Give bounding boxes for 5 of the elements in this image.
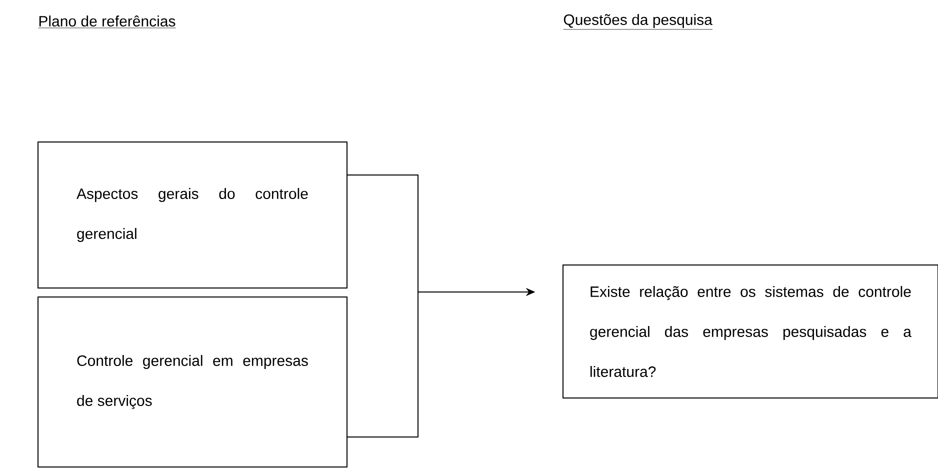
- text-box: Controle gerencial em empresas de serviços: [38, 296, 348, 468]
- text-box: Existe relação entre os sistemas de controle gerencial das empresas pesquisadas e a literatura?: [562, 264, 938, 398]
- heading: Plano de referências: [38, 15, 176, 28]
- heading: Questões da pesquisa: [563, 14, 713, 30]
- text-box: Aspectos gerais do controle gerencial: [38, 142, 348, 288]
